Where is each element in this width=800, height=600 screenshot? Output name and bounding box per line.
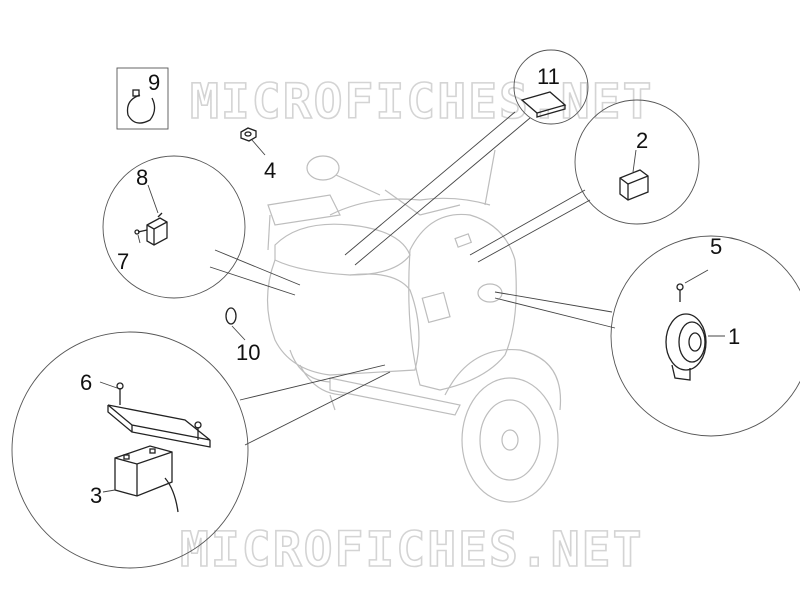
clamp-part	[126, 89, 156, 124]
relay-part	[134, 184, 168, 246]
detail-circle-battery	[11, 331, 249, 569]
callout-11: 11	[537, 64, 560, 89]
detail-circle-fuse	[513, 49, 589, 125]
flasher-relay-part	[619, 149, 649, 201]
callout-6: 6	[80, 370, 92, 395]
callout-2: 2	[636, 128, 648, 153]
callout-10: 10	[236, 340, 260, 365]
detail-box-clamp	[116, 67, 169, 130]
callout-5: 5	[710, 234, 722, 259]
battery-strap-part	[99, 381, 211, 448]
detail-circle-horn	[610, 235, 800, 437]
nut-part	[240, 127, 266, 156]
battery-part	[102, 445, 179, 513]
horn-part	[665, 313, 725, 381]
callout-9: 9	[148, 70, 160, 95]
callout-1: 1	[728, 324, 740, 349]
callout-7: 7	[117, 249, 129, 274]
fuse-part	[520, 91, 567, 118]
scooter-outline	[266, 149, 562, 503]
callout-3: 3	[90, 483, 102, 508]
watermark-top: MICROFICHES.NET	[190, 74, 653, 130]
callout-4: 4	[264, 158, 276, 183]
detail-circle-relay	[102, 155, 246, 299]
detail-circle-flasher	[574, 99, 700, 225]
horn-bolt-part	[676, 269, 709, 302]
callout-8: 8	[136, 165, 148, 190]
watermark-bottom: MICROFICHES.NET	[180, 522, 643, 578]
o-ring-part	[225, 307, 237, 325]
